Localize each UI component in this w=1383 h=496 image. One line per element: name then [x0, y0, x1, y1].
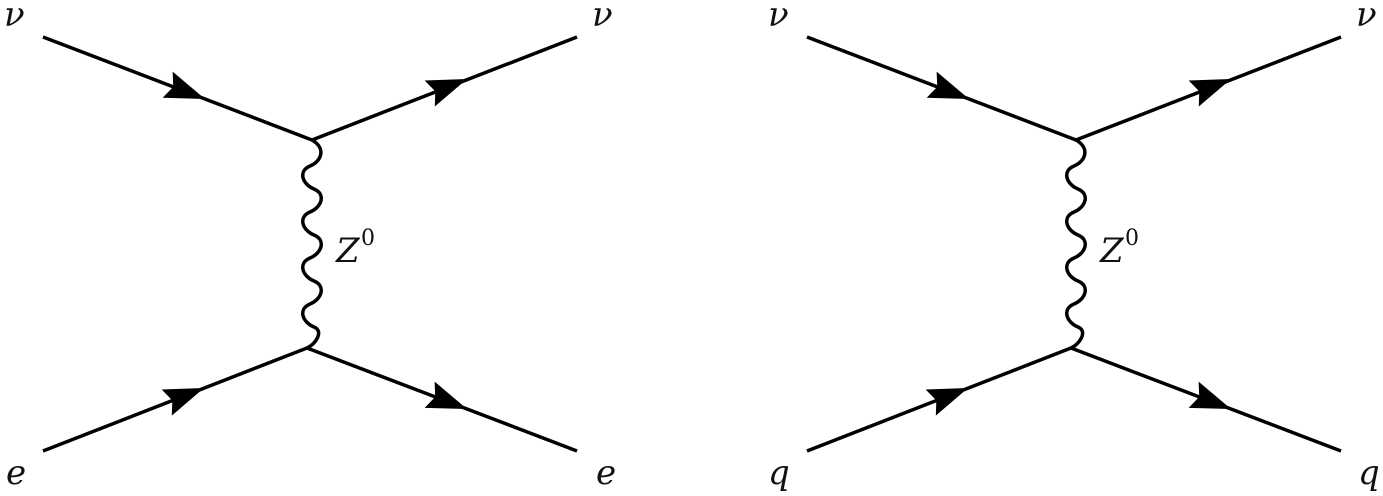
- label-bottom-left: q: [768, 453, 790, 493]
- label-bottom-right: e: [596, 453, 616, 493]
- diagram-1: ν ν e e Z 0: [4, 0, 616, 493]
- label-bottom-right: q: [1358, 453, 1380, 493]
- outgoing-top-arrow: [424, 79, 467, 107]
- label-top-right: ν: [592, 0, 613, 35]
- propagator-superscript: 0: [361, 226, 375, 251]
- z-boson-propagator: [1065, 138, 1087, 350]
- outgoing-bottom-arrow: [424, 381, 467, 409]
- incoming-top-arrow: [162, 71, 205, 99]
- outgoing-top-arrow: [1188, 79, 1231, 107]
- z-boson-propagator: [301, 138, 323, 350]
- label-top-left: ν: [768, 0, 789, 35]
- label-bottom-left: e: [6, 453, 26, 493]
- incoming-bottom-arrow: [161, 388, 204, 416]
- incoming-bottom-arrow: [925, 388, 968, 416]
- propagator-superscript: 0: [1125, 226, 1139, 251]
- outgoing-bottom-arrow: [1188, 381, 1231, 409]
- propagator-label: Z: [335, 231, 361, 271]
- incoming-top-arrow: [926, 71, 969, 99]
- label-top-left: ν: [4, 0, 25, 35]
- propagator-label: Z: [1099, 231, 1125, 271]
- label-top-right: ν: [1356, 0, 1377, 35]
- diagram-2: ν ν q q Z 0: [768, 0, 1380, 493]
